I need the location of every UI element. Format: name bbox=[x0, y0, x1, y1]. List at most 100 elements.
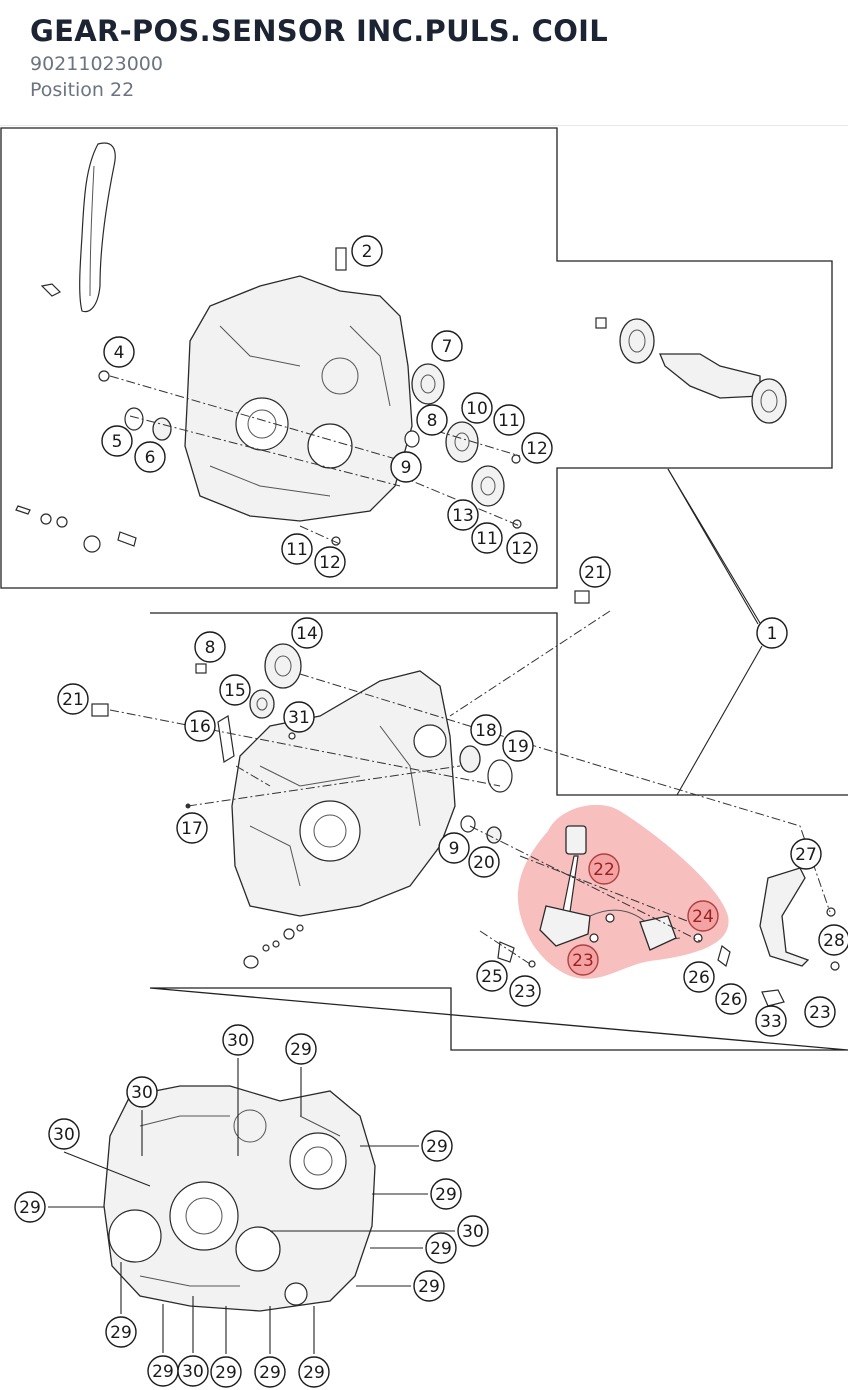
callout-position-23[interactable]: 23 bbox=[567, 944, 599, 976]
callout-label: 17 bbox=[181, 819, 203, 839]
callout-position-29[interactable]: 29 bbox=[425, 1232, 457, 1264]
callout-ring bbox=[177, 1355, 209, 1387]
callout-label: 30 bbox=[53, 1125, 75, 1145]
callout-ring bbox=[457, 1215, 489, 1247]
callout-label: 23 bbox=[514, 982, 536, 1002]
callout-ring bbox=[588, 853, 620, 885]
callout-position-26[interactable]: 26 bbox=[715, 983, 747, 1015]
callout-ring bbox=[755, 1005, 787, 1037]
callout-position-25[interactable]: 25 bbox=[476, 960, 508, 992]
callout-position-10[interactable]: 10 bbox=[461, 392, 493, 424]
part-number: 90211023000 bbox=[30, 53, 163, 75]
callout-position-14[interactable]: 14 bbox=[291, 617, 323, 649]
callout-position-18[interactable]: 18 bbox=[470, 714, 502, 746]
callout-ring bbox=[219, 674, 251, 706]
callout-position-29[interactable]: 29 bbox=[285, 1033, 317, 1065]
callout-label: 30 bbox=[182, 1362, 204, 1382]
callout-position-9[interactable]: 9 bbox=[390, 451, 422, 483]
callout-position-29[interactable]: 29 bbox=[147, 1355, 179, 1387]
callout-position-6[interactable]: 6 bbox=[134, 441, 166, 473]
callout-label: 29 bbox=[259, 1363, 281, 1383]
callout-ring bbox=[413, 1270, 445, 1302]
callout-ring bbox=[48, 1118, 80, 1150]
callout-position-13[interactable]: 13 bbox=[447, 499, 479, 531]
callout-ring bbox=[351, 235, 383, 267]
callout-ring bbox=[470, 714, 502, 746]
callout-position-29[interactable]: 29 bbox=[430, 1178, 462, 1210]
callout-position-29[interactable]: 29 bbox=[298, 1356, 330, 1388]
callout-label: 16 bbox=[189, 717, 211, 737]
callout-position-7[interactable]: 7 bbox=[431, 330, 463, 362]
callout-ring bbox=[804, 996, 836, 1028]
callout-ring bbox=[509, 975, 541, 1007]
callout-ring bbox=[818, 924, 848, 956]
callout-label: 22 bbox=[593, 860, 615, 880]
callout-label: 31 bbox=[288, 708, 310, 728]
callout-position-16[interactable]: 16 bbox=[184, 710, 216, 742]
callout-ring bbox=[254, 1356, 286, 1388]
callout-position-19[interactable]: 19 bbox=[502, 730, 534, 762]
callout-position-15[interactable]: 15 bbox=[219, 674, 251, 706]
callout-position-20[interactable]: 20 bbox=[468, 846, 500, 878]
callout-position-29[interactable]: 29 bbox=[413, 1270, 445, 1302]
callout-position-8[interactable]: 8 bbox=[194, 631, 226, 663]
callout-position-11[interactable]: 11 bbox=[493, 404, 525, 436]
callout-label: 29 bbox=[303, 1363, 325, 1383]
callout-position-17[interactable]: 17 bbox=[176, 812, 208, 844]
callout-position-29[interactable]: 29 bbox=[105, 1316, 137, 1348]
callout-position-21[interactable]: 21 bbox=[57, 683, 89, 715]
callout-position-1[interactable]: 1 bbox=[756, 617, 788, 649]
lower-bearings bbox=[91, 590, 590, 844]
callout-ring bbox=[126, 1076, 158, 1108]
callout-position-8[interactable]: 8 bbox=[416, 404, 448, 436]
crankcase-upper-half bbox=[184, 275, 413, 522]
callout-position-29[interactable]: 29 bbox=[14, 1191, 46, 1223]
callout-label: 1 bbox=[767, 624, 778, 644]
callout-position-21[interactable]: 21 bbox=[579, 556, 611, 588]
callout-position-22[interactable]: 22 bbox=[588, 853, 620, 885]
callout-position-12[interactable]: 12 bbox=[506, 532, 538, 564]
callout-ring bbox=[101, 425, 133, 457]
callout-ring bbox=[291, 617, 323, 649]
callout-position-30[interactable]: 30 bbox=[48, 1118, 80, 1150]
callout-position-29[interactable]: 29 bbox=[210, 1356, 242, 1388]
callout-position-31[interactable]: 31 bbox=[283, 701, 315, 733]
callout-position-23[interactable]: 23 bbox=[804, 996, 836, 1028]
callout-position-27[interactable]: 27 bbox=[790, 838, 822, 870]
callout-ring bbox=[176, 812, 208, 844]
callout-position-28[interactable]: 28 bbox=[818, 924, 848, 956]
callout-position-9[interactable]: 9 bbox=[438, 832, 470, 864]
callout-position-29[interactable]: 29 bbox=[254, 1356, 286, 1388]
callout-position-5[interactable]: 5 bbox=[101, 425, 133, 457]
callout-position-23[interactable]: 23 bbox=[509, 975, 541, 1007]
callout-position-33[interactable]: 33 bbox=[755, 1005, 787, 1037]
callout-position-4[interactable]: 4 bbox=[103, 336, 135, 368]
callout-position-24[interactable]: 24 bbox=[687, 900, 719, 932]
callout-label: 11 bbox=[286, 540, 308, 560]
callout-label: 24 bbox=[692, 907, 714, 927]
callout-ring bbox=[756, 617, 788, 649]
callout-position-29[interactable]: 29 bbox=[421, 1130, 453, 1162]
callout-ring bbox=[281, 533, 313, 565]
callout-position-30[interactable]: 30 bbox=[457, 1215, 489, 1247]
callout-label: 5 bbox=[112, 432, 123, 452]
callout-ring bbox=[506, 532, 538, 564]
callout-position-12[interactable]: 12 bbox=[314, 546, 346, 578]
callout-label: 26 bbox=[720, 990, 742, 1010]
callout-position-2[interactable]: 2 bbox=[351, 235, 383, 267]
callout-position-30[interactable]: 30 bbox=[222, 1024, 254, 1056]
callout-position-11[interactable]: 11 bbox=[471, 522, 503, 554]
callout-position-11[interactable]: 11 bbox=[281, 533, 313, 565]
callout-label: 8 bbox=[205, 638, 216, 658]
callout-label: 29 bbox=[215, 1363, 237, 1383]
callout-position-30[interactable]: 30 bbox=[177, 1355, 209, 1387]
callout-position-30[interactable]: 30 bbox=[126, 1076, 158, 1108]
lower-left-small-parts bbox=[243, 924, 304, 969]
callout-label: 29 bbox=[152, 1362, 174, 1382]
callout-position-26[interactable]: 26 bbox=[683, 961, 715, 993]
callout-position-12[interactable]: 12 bbox=[521, 432, 553, 464]
callout-label: 27 bbox=[795, 845, 817, 865]
callout-label: 29 bbox=[430, 1239, 452, 1259]
